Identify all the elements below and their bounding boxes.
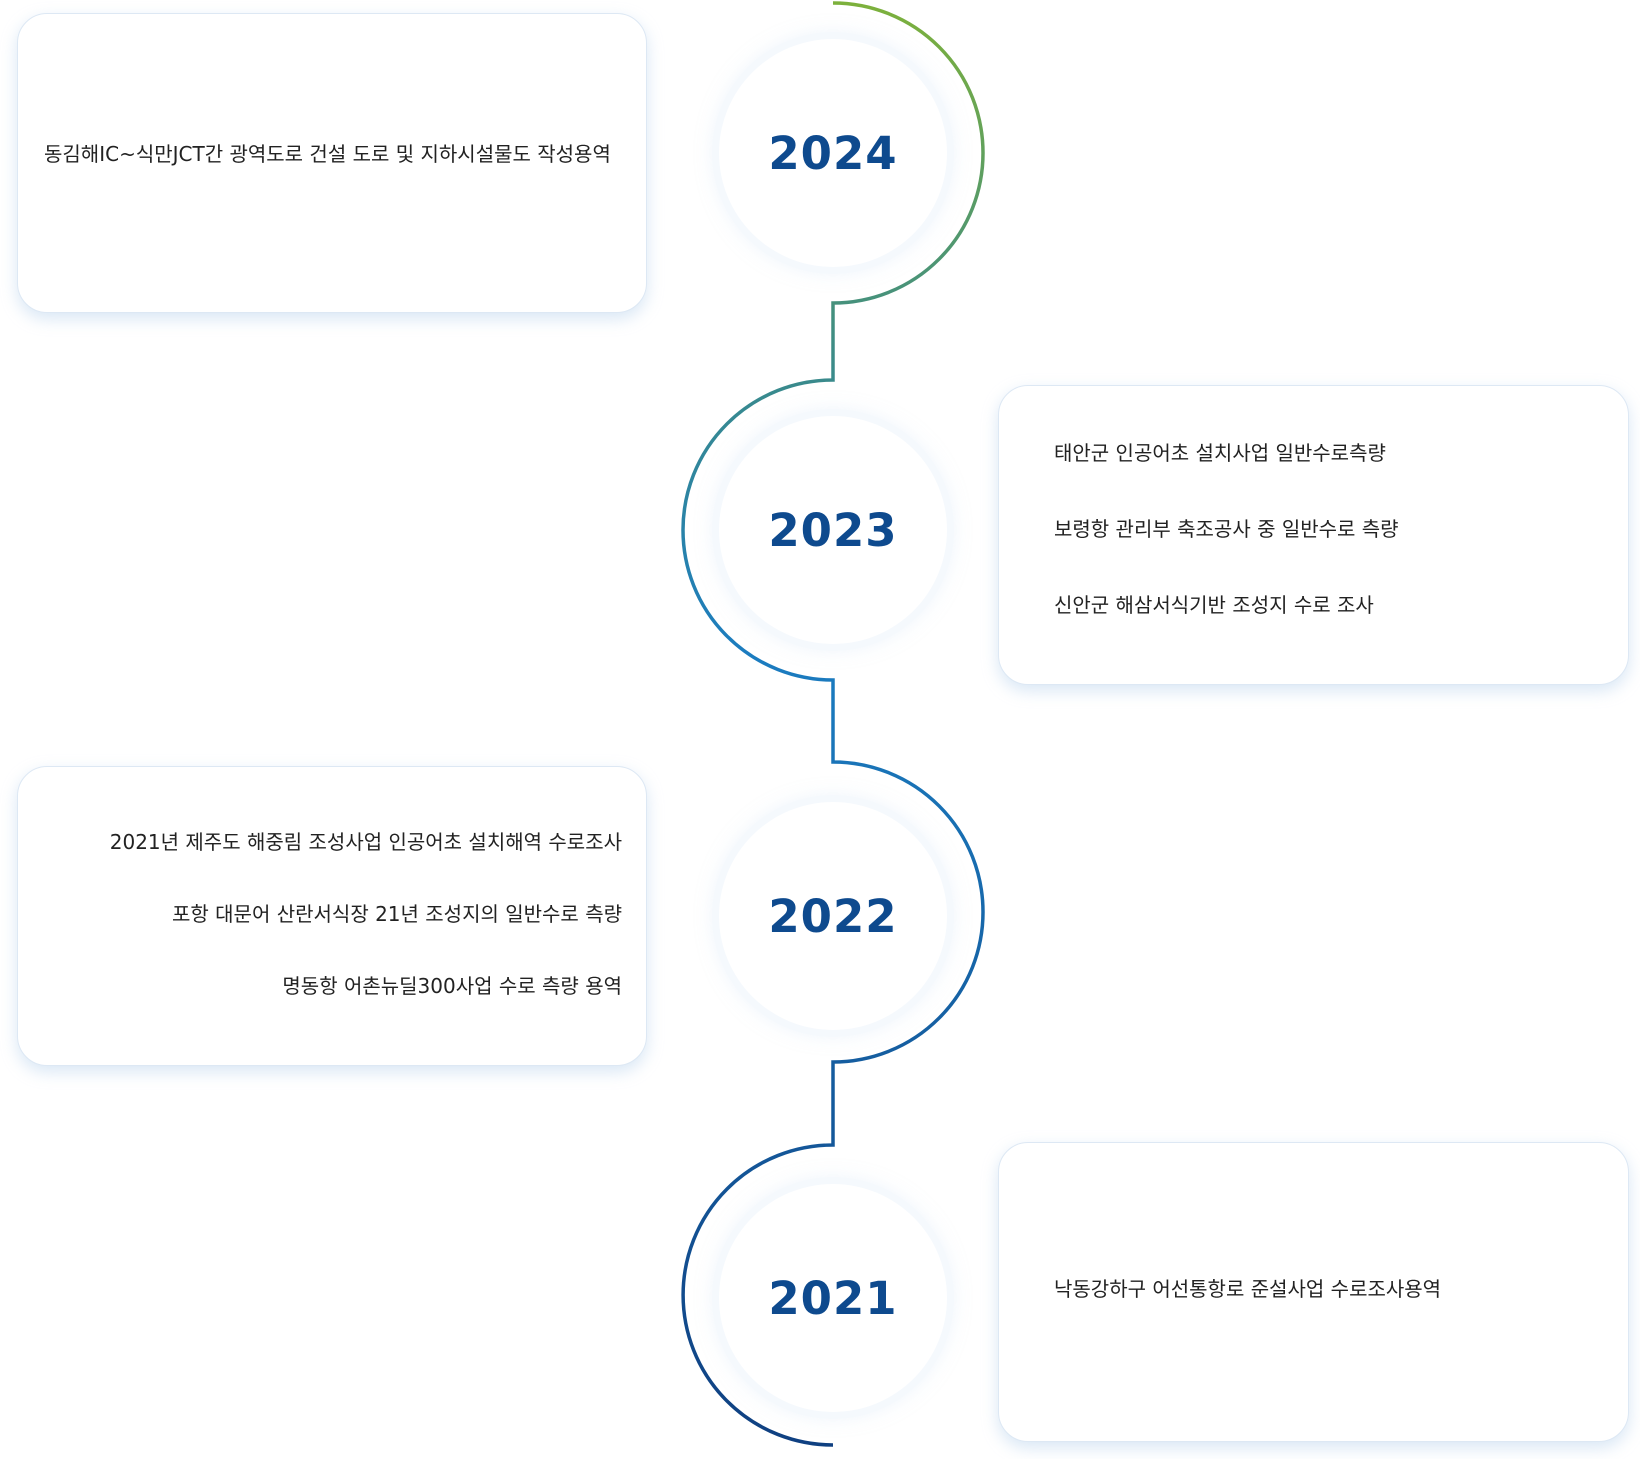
year-label: 2022 <box>768 889 898 943</box>
year-circle-2023: 2023 <box>719 416 947 644</box>
project-item: 명동항 어촌뉴딜300사업 수로 측량 용역 <box>282 974 622 998</box>
project-item: 태안군 인공어초 설치사업 일반수로측량 <box>1054 441 1386 465</box>
project-card-2023: 태안군 인공어초 설치사업 일반수로측량 보령항 관리부 축조공사 중 일반수로… <box>998 385 1629 685</box>
project-item: 2021년 제주도 해중림 조성사업 인공어초 설치해역 수로조사 <box>109 830 622 854</box>
project-card-2021: 낙동강하구 어선통항로 준설사업 수로조사용역 <box>998 1142 1629 1442</box>
year-label: 2021 <box>768 1271 898 1325</box>
project-card-2022: 2021년 제주도 해중림 조성사업 인공어초 설치해역 수로조사 포항 대문어… <box>17 766 647 1066</box>
year-label: 2024 <box>768 126 898 180</box>
project-item: 보령항 관리부 축조공사 중 일반수로 측량 <box>1054 517 1399 541</box>
project-item: 포항 대문어 산란서식장 21년 조성지의 일반수로 측량 <box>172 902 622 926</box>
project-card-2024: 동김해IC~식만JCT간 광역도로 건설 도로 및 지하시설물도 작성용역 <box>17 13 647 313</box>
year-label: 2023 <box>768 503 898 557</box>
year-circle-2022: 2022 <box>719 802 947 1030</box>
project-item: 신안군 해삼서식기반 조성지 수로 조사 <box>1054 593 1374 617</box>
year-circle-2024: 2024 <box>719 39 947 267</box>
project-item: 낙동강하구 어선통항로 준설사업 수로조사용역 <box>1054 1277 1442 1301</box>
year-circle-2021: 2021 <box>719 1184 947 1412</box>
project-item: 동김해IC~식만JCT간 광역도로 건설 도로 및 지하시설물도 작성용역 <box>44 142 611 166</box>
